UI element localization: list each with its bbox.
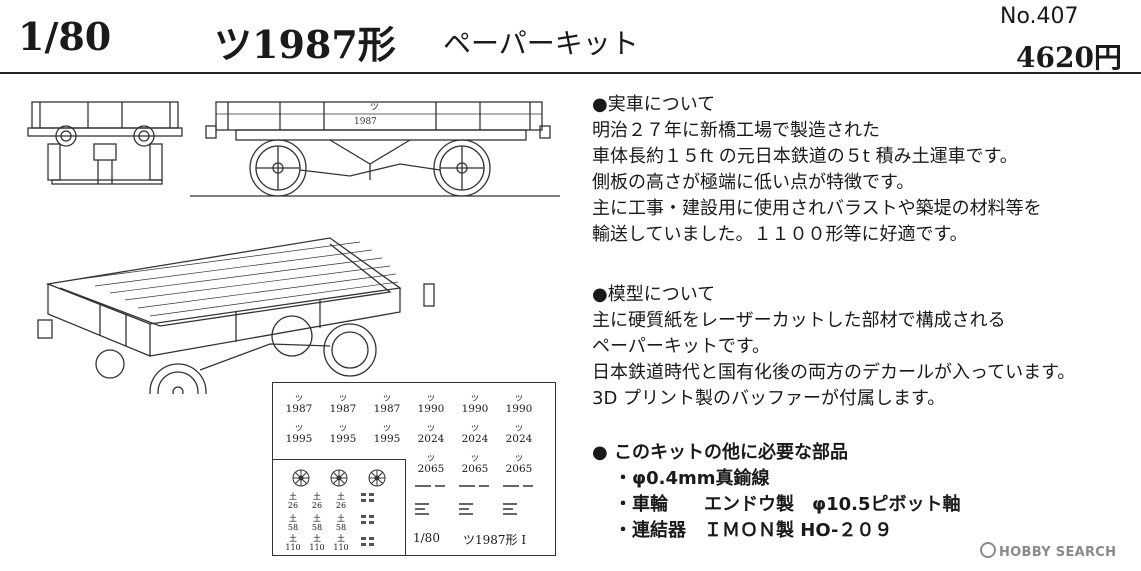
decal-small-number: 110 — [309, 543, 325, 552]
decal-number: 1987 — [285, 403, 313, 415]
decal-kana: ツ — [471, 394, 479, 403]
decal-small-kana: 土 — [337, 492, 345, 501]
decal-number: 1995 — [285, 433, 313, 445]
decal-small-kana: 土 — [313, 514, 321, 523]
required-parts-section: ● このキットの他に必要な部品 ・φ0.4mm真鍮線 ・車輪 エンドウ製 φ10… — [592, 440, 961, 544]
model-section: ●模型について 主に硬質紙をレーザーカットした部材で構成される ペーパーキットで… — [592, 282, 1075, 412]
decal-kana: ツ — [427, 454, 435, 463]
decal-kana: ツ — [471, 424, 479, 433]
decal-small-kana: 土 — [289, 492, 297, 501]
decal-kana: ツ — [383, 424, 391, 433]
kit-type: ペーパーキット — [443, 27, 639, 60]
decal-kana: ツ — [295, 424, 303, 433]
decal-kana: ツ — [339, 424, 347, 433]
decal-number: 1995 — [329, 433, 357, 445]
decal-number: 1990 — [461, 403, 489, 415]
real-car-heading: ●実車について — [592, 94, 716, 115]
model-line: 3D プリント製のバッファーが付属します。 — [592, 388, 946, 409]
decal-number: 1990 — [417, 403, 445, 415]
decal-small-number: 58 — [287, 523, 299, 532]
decal-kana: ツ — [427, 394, 435, 403]
decal-number: 1987 — [373, 403, 401, 415]
decal-number: 2065 — [505, 463, 533, 475]
decal-kana: ツ — [515, 424, 523, 433]
decal-number: 1987 — [329, 403, 357, 415]
side-car-number: 1987 — [354, 117, 377, 127]
end-view-drawing — [27, 101, 183, 185]
decal-sheet: ツ ツ ツ ツ ツ ツ 1987 1987 1987 1990 1990 199… — [272, 382, 556, 556]
decal-kana: ツ — [515, 454, 523, 463]
decal-small-kana: 土 — [313, 492, 321, 501]
required-part-item: ・連結器 ＩＭＯＮ製 HO-２０９ — [614, 520, 893, 541]
wagon-drawings: ツ 1987 — [27, 101, 560, 394]
decal-small-number: 58 — [311, 523, 323, 532]
real-car-line: 車体長約１５ft の元日本鉄道の５t 積み土運車です。 — [592, 146, 1018, 167]
decal-small-kana: 土 — [337, 514, 345, 523]
watermark: HOBBY SEARCH — [980, 542, 1116, 560]
decal-number: 2024 — [505, 433, 533, 445]
decal-divider — [273, 459, 405, 460]
required-part-item: ・車輪 エンドウ製 φ10.5ピボット軸 — [614, 494, 961, 515]
model-line: 日本鉄道時代と国有化後の両方のデカールが入っています。 — [592, 362, 1076, 383]
decal-small-number: 26 — [311, 501, 323, 510]
decal-small-number: 110 — [285, 543, 301, 552]
decal-kana: ツ — [471, 454, 479, 463]
real-car-line: 輸送していました。１１００形等に好適です。 — [592, 224, 968, 245]
decal-footer-title: ツ1987形 I — [463, 533, 527, 547]
decal-emblems — [292, 469, 386, 487]
decal-small-number: 26 — [287, 501, 299, 510]
decal-small-number: 110 — [333, 543, 349, 552]
watermark-text: HOBBY SEARCH — [999, 545, 1117, 560]
decal-footer-scale: 1/80 — [413, 531, 440, 545]
required-parts-heading: ● このキットの他に必要な部品 — [592, 442, 848, 463]
decal-small-number: 58 — [335, 523, 347, 532]
decal-number: 1995 — [373, 433, 401, 445]
decal-number: 2065 — [417, 463, 445, 475]
decal-fine-marks — [361, 493, 374, 546]
required-part-item: ・φ0.4mm真鍮線 — [614, 468, 770, 489]
scale-label: 1/80 — [18, 14, 112, 59]
model-line: ペーパーキットです。 — [592, 336, 771, 357]
decal-small-kana: 土 — [289, 514, 297, 523]
decal-number: 2024 — [461, 433, 489, 445]
side-kana: ツ — [370, 103, 379, 113]
model-heading: ●模型について — [592, 284, 716, 305]
product-number: No.407 — [1000, 4, 1079, 29]
decal-kana: ツ — [339, 394, 347, 403]
decal-kana: ツ — [427, 424, 435, 433]
model-line: 主に硬質紙をレーザーカットした部材で構成される — [592, 310, 1006, 331]
real-car-line: 側板の高さが極端に低い点が特徴です。 — [592, 172, 915, 193]
decal-kana: ツ — [295, 394, 303, 403]
decal-fine-marks — [415, 485, 533, 515]
decal-divider — [405, 459, 406, 555]
price: 4620円 — [1016, 41, 1122, 74]
decal-number: 2065 — [461, 463, 489, 475]
model-name: ツ1987形 — [214, 22, 396, 67]
hobbysearch-logo-icon — [980, 542, 996, 558]
side-view-drawing: ツ 1987 — [190, 101, 560, 197]
decal-small-kana: 土 — [313, 534, 321, 543]
decal-small-kana: 土 — [337, 534, 345, 543]
decal-kana: ツ — [515, 394, 523, 403]
decal-kana: ツ — [383, 394, 391, 403]
real-car-line: 主に工事・建設用に使用されバラストや築堤の材料等を — [592, 198, 1042, 219]
real-car-line: 明治２７年に新橋工場で製造された — [592, 120, 880, 141]
isometric-drawing — [37, 237, 435, 394]
header-divider — [0, 72, 1141, 74]
decal-small-kana: 土 — [289, 534, 297, 543]
real-car-section: ●実車について 明治２７年に新橋工場で製造された 車体長約１５ft の元日本鉄道… — [592, 92, 1042, 248]
decal-number: 2024 — [417, 433, 445, 445]
decal-number: 1990 — [505, 403, 533, 415]
decal-small-number: 26 — [335, 501, 347, 510]
